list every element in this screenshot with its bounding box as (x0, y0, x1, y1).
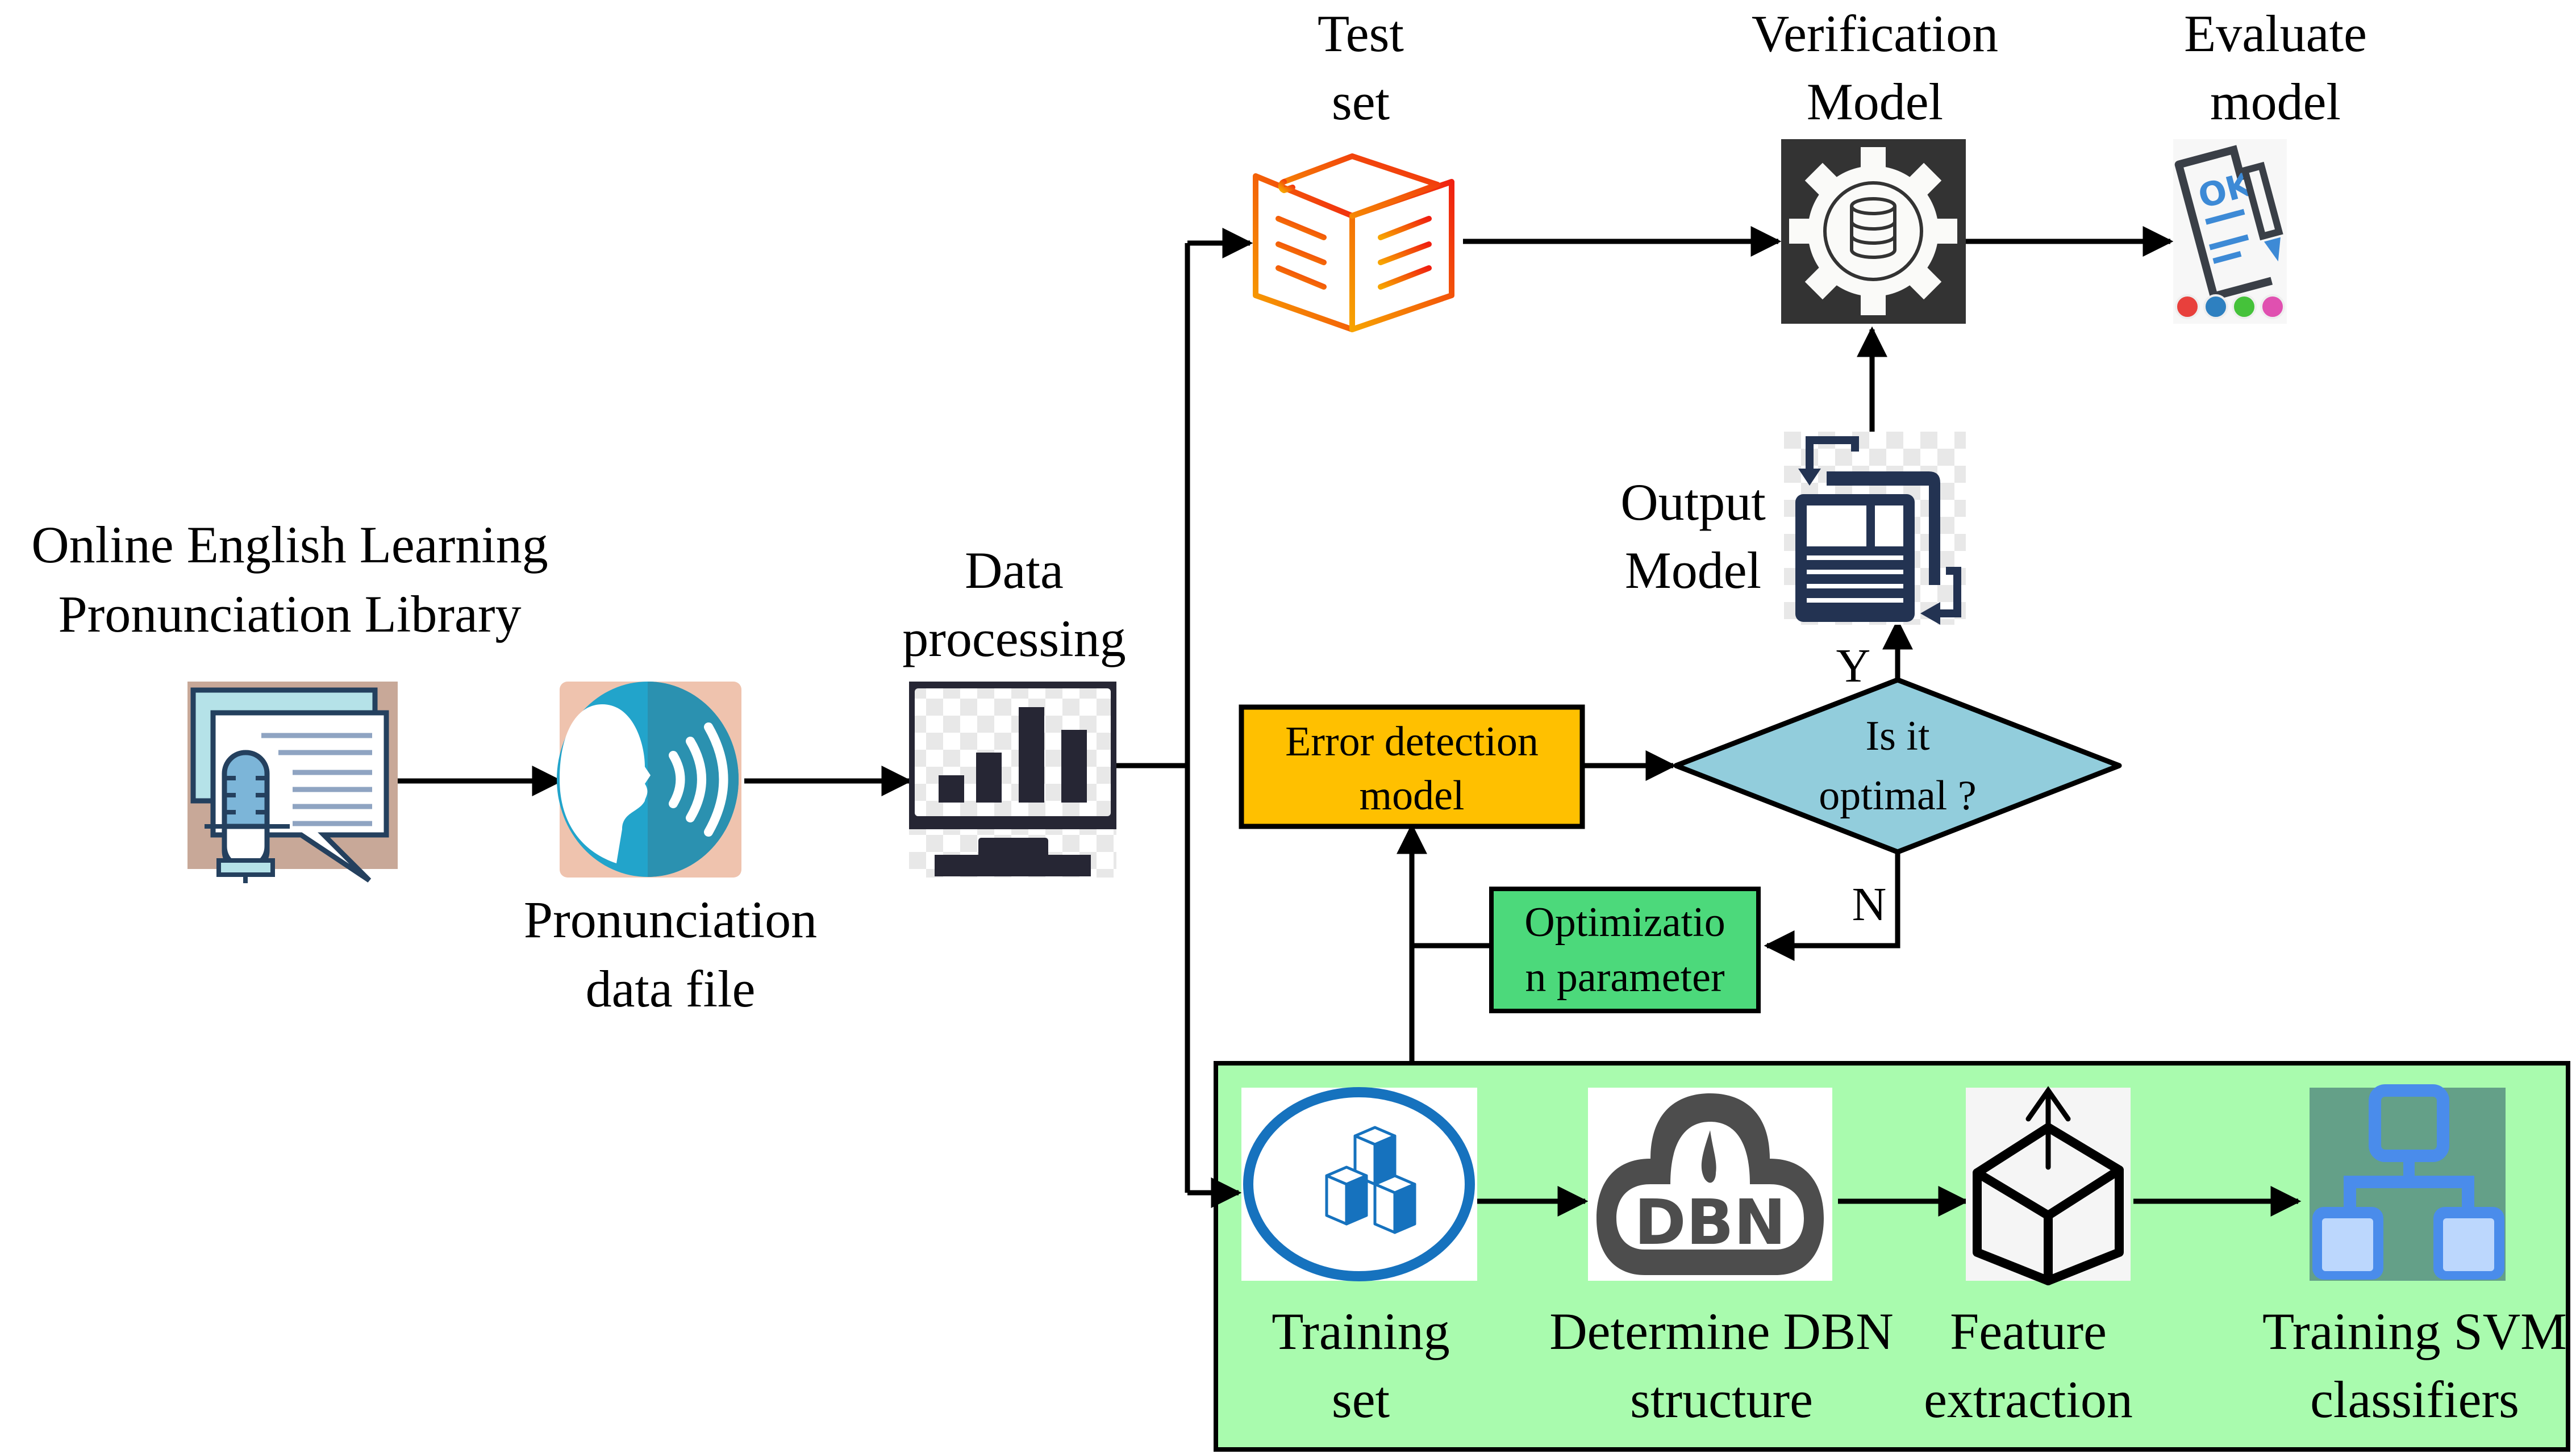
edges (395, 226, 2302, 1217)
edge-decision-no (1764, 852, 1900, 961)
svg-text:Verification: Verification (1752, 5, 1998, 62)
dbn-cloud-icon: DBN (1588, 1088, 1832, 1281)
training-set-label: Training set (1272, 1302, 1450, 1428)
yes-label: Y (1836, 640, 1871, 692)
evaluate-label: Evaluate model (2184, 5, 2367, 131)
svg-text:n parameter: n parameter (1525, 954, 1724, 1001)
svg-text:model: model (2210, 73, 2341, 131)
open-box-icon (1253, 153, 1454, 332)
document-sync-icon (1784, 432, 1966, 625)
optimization-node: Optimizatio n parameter (1489, 887, 1761, 1013)
svg-text:Determine DBN: Determine DBN (1549, 1302, 1894, 1360)
error-detection-node: Error detection model (1239, 704, 1585, 829)
pronfile-label: Pronunciation data file (524, 891, 817, 1018)
feature-label: Feature extraction (1924, 1302, 2133, 1428)
status-dots (2175, 294, 2285, 319)
svg-text:Is it: Is it (1865, 713, 1930, 759)
gear-database-icon (1781, 139, 1966, 324)
svg-text:Pronunciation Library: Pronunciation Library (58, 585, 521, 643)
svg-text:data file: data file (586, 960, 756, 1018)
dataproc-label: Data processing (902, 541, 1126, 667)
verification-label: Verification Model (1752, 5, 1998, 131)
dbn-label: Determine DBN structure (1549, 1302, 1894, 1428)
library-label: Online English Learning Pronunciation Li… (31, 516, 548, 643)
svg-text:Error detection: Error detection (1285, 718, 1539, 765)
svg-text:structure: structure (1630, 1371, 1813, 1428)
svg-text:Optimizatio: Optimizatio (1524, 899, 1725, 946)
svg-text:Pronunciation: Pronunciation (524, 891, 817, 949)
hierarchy-icon (2310, 1084, 2506, 1281)
svg-text:set: set (1332, 73, 1390, 131)
decision-node: Is it optimal ? (1673, 677, 2122, 855)
svg-text:processing: processing (902, 609, 1126, 667)
svg-text:Data: Data (965, 541, 1064, 599)
svg-text:model: model (1360, 772, 1465, 819)
testset-label: Test set (1318, 5, 1404, 131)
cubes-circle-icon (1241, 1087, 1477, 1281)
svg-text:Model: Model (1625, 541, 1761, 599)
box-arrow-up-icon (1966, 1086, 2131, 1285)
svg-text:extraction: extraction (1924, 1371, 2133, 1428)
microphone-chat-icon (187, 682, 398, 883)
svg-text:Output: Output (1620, 473, 1766, 531)
svg-text:Online English Learning: Online English Learning (31, 516, 548, 574)
svg-text:Training: Training (1272, 1302, 1450, 1360)
svg-text:classifiers: classifiers (2310, 1371, 2519, 1428)
svg-text:Training SVM: Training SVM (2262, 1302, 2567, 1360)
svg-text:Model: Model (1807, 73, 1943, 131)
svg-text:Test: Test (1318, 5, 1404, 62)
svg-text:set: set (1332, 1371, 1390, 1428)
output-model-label: Output Model (1620, 473, 1766, 599)
no-label: N (1852, 878, 1887, 931)
svg-text:DBN: DBN (1634, 1186, 1786, 1259)
ok-document-pen-icon: OK (2173, 139, 2287, 324)
svg-text:Feature: Feature (1950, 1302, 2107, 1360)
monitor-bar-chart-icon (909, 682, 1116, 878)
svg-text:Evaluate: Evaluate (2184, 5, 2367, 62)
svm-label: Training SVM classifiers (2262, 1302, 2567, 1428)
speaking-head-icon (557, 682, 741, 878)
svg-text:optimal ?: optimal ? (1819, 772, 1976, 819)
